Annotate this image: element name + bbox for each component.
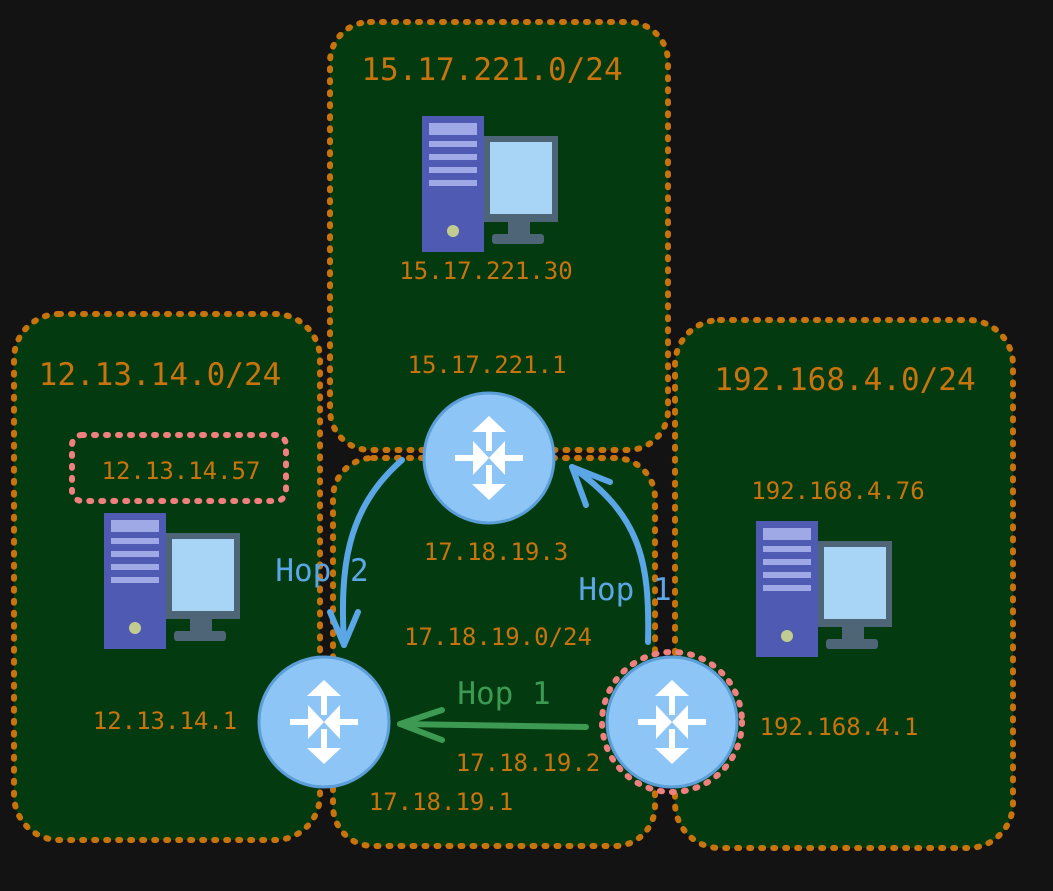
router-icon-right bbox=[605, 655, 739, 789]
subnet-label-left: 12.13.14.0/24 bbox=[39, 357, 282, 393]
subnet-label-right: 192.168.4.0/24 bbox=[714, 362, 975, 398]
hop-arrowhead-right-to-left bbox=[397, 707, 445, 743]
gateway-ip-top: 15.17.221.1 bbox=[408, 351, 567, 379]
subnet-label-middle: 17.18.19.0/24 bbox=[404, 623, 592, 651]
router-right-highlight bbox=[599, 649, 745, 795]
hop-arrowhead-top-to-left bbox=[327, 609, 361, 648]
hop-label-top-to-left: Hop 2 bbox=[275, 553, 368, 589]
router-icon-top bbox=[422, 391, 556, 525]
router-ip-left: 17.18.19.1 bbox=[369, 788, 514, 816]
hop-arrowhead-right-to-top bbox=[569, 464, 613, 508]
subnet-label-top: 15.17.221.0/24 bbox=[361, 52, 622, 88]
host-ip-left: 12.13.14.57 bbox=[102, 457, 261, 485]
gateway-ip-left: 12.13.14.1 bbox=[93, 707, 238, 735]
hop-label-right-to-top: Hop 1 bbox=[578, 572, 671, 608]
host-ip-left-highlight bbox=[69, 432, 289, 504]
host-ip-top: 15.17.221.30 bbox=[399, 257, 572, 285]
host-ip-right: 192.168.4.76 bbox=[751, 477, 924, 505]
hop-label-right-to-left: Hop 1 bbox=[457, 676, 550, 712]
router-ip-top: 17.18.19.3 bbox=[424, 538, 569, 566]
gateway-ip-right: 192.168.4.1 bbox=[760, 713, 919, 741]
hop-arrow-top-to-left bbox=[339, 457, 405, 648]
router-ip-right: 17.18.19.2 bbox=[456, 749, 601, 777]
router-icon-left bbox=[257, 655, 391, 789]
hop-arrow-right-to-left bbox=[397, 721, 589, 730]
hop-arrow-right-to-top bbox=[569, 464, 652, 645]
